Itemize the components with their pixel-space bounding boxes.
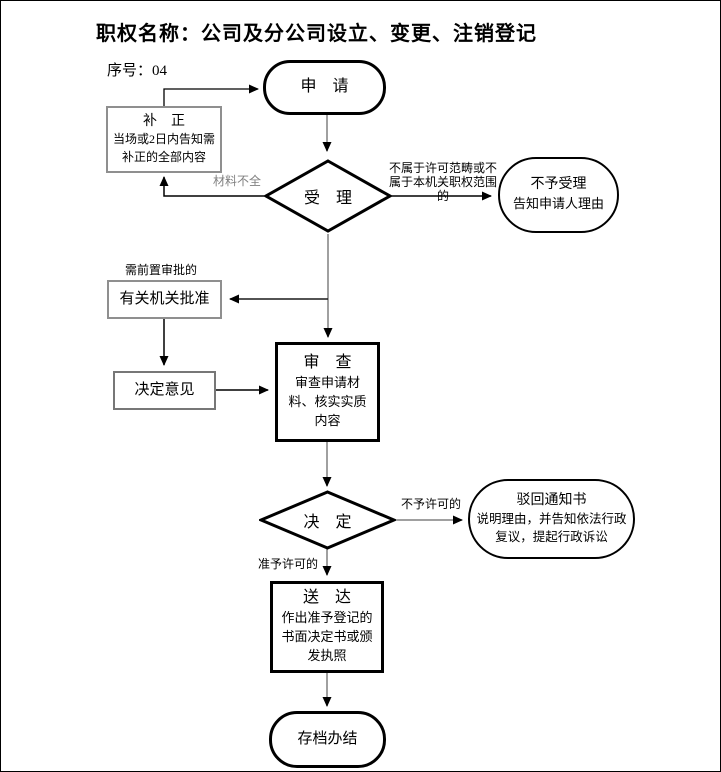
- node-decision-opinion-label: 决定意见: [134, 381, 195, 398]
- node-correction: 补 正 当场或2日内告知需补正的全部内容: [106, 106, 222, 173]
- node-review-title: 审 查: [303, 354, 352, 372]
- label-permitted: 准予许可的: [258, 557, 319, 571]
- edge-correction-to-apply: [163, 84, 259, 107]
- node-preapproval: 有关机关批准: [107, 280, 222, 319]
- node-deliver-title: 送 达: [302, 589, 351, 607]
- node-decision-opinion: 决定意见: [113, 371, 216, 410]
- label-not-permitted: 不予许可的: [401, 497, 462, 511]
- diamond-accept: 受 理: [264, 159, 392, 233]
- diamond-decide: 决 定: [259, 490, 396, 550]
- node-deliver: 送 达 作出准予登记的书面决定书或颁发执照: [270, 581, 384, 673]
- node-apply-label: 申 请: [300, 78, 349, 96]
- serial-number: 序号：04: [107, 63, 168, 79]
- diamond-accept-label: 受 理: [303, 190, 352, 207]
- node-archive: 存档办结: [269, 711, 386, 768]
- node-apply: 申 请: [263, 60, 386, 115]
- label-materials-incomplete: 材料不全: [213, 174, 262, 188]
- edge-accept-to-correction: [159, 176, 264, 197]
- node-rejection-notice-line2: 说明理由，并告知依法行政复议，提起行政诉讼: [476, 511, 627, 545]
- node-rejection-notice: 驳回通知书 说明理由，并告知依法行政复议，提起行政诉讼: [468, 479, 635, 559]
- node-deliver-body: 作出准予登记的书面决定书或颁发执照: [281, 610, 373, 663]
- node-correction-body: 当场或2日内告知需补正的全部内容: [112, 132, 215, 164]
- diamond-decide-label: 决 定: [303, 514, 352, 531]
- label-out-of-scope: 不属于许可范畴或不属于本机关职权范围的: [389, 161, 498, 203]
- node-archive-label: 存档办结: [297, 730, 358, 747]
- label-needs-preapproval: 需前置审批的: [125, 263, 198, 277]
- page-title: 职权名称：公司及分公司设立、变更、注销登记: [96, 23, 537, 45]
- diamond-accept-shape: [264, 159, 392, 233]
- node-rejection-notice-line1: 驳回通知书: [516, 492, 587, 508]
- diamond-decide-shape: [259, 490, 396, 550]
- node-not-accept-line1: 不予受理: [530, 177, 587, 193]
- node-correction-title: 补 正: [143, 114, 185, 130]
- node-not-accept: 不予受理 告知申请人理由: [498, 157, 619, 233]
- node-not-accept-line2: 告知申请人理由: [512, 195, 604, 211]
- node-review-body: 审查申请材料、核实实质内容: [288, 375, 367, 428]
- node-preapproval-label: 有关机关批准: [119, 290, 210, 307]
- node-review: 审 查 审查申请材料、核实实质内容: [275, 342, 380, 442]
